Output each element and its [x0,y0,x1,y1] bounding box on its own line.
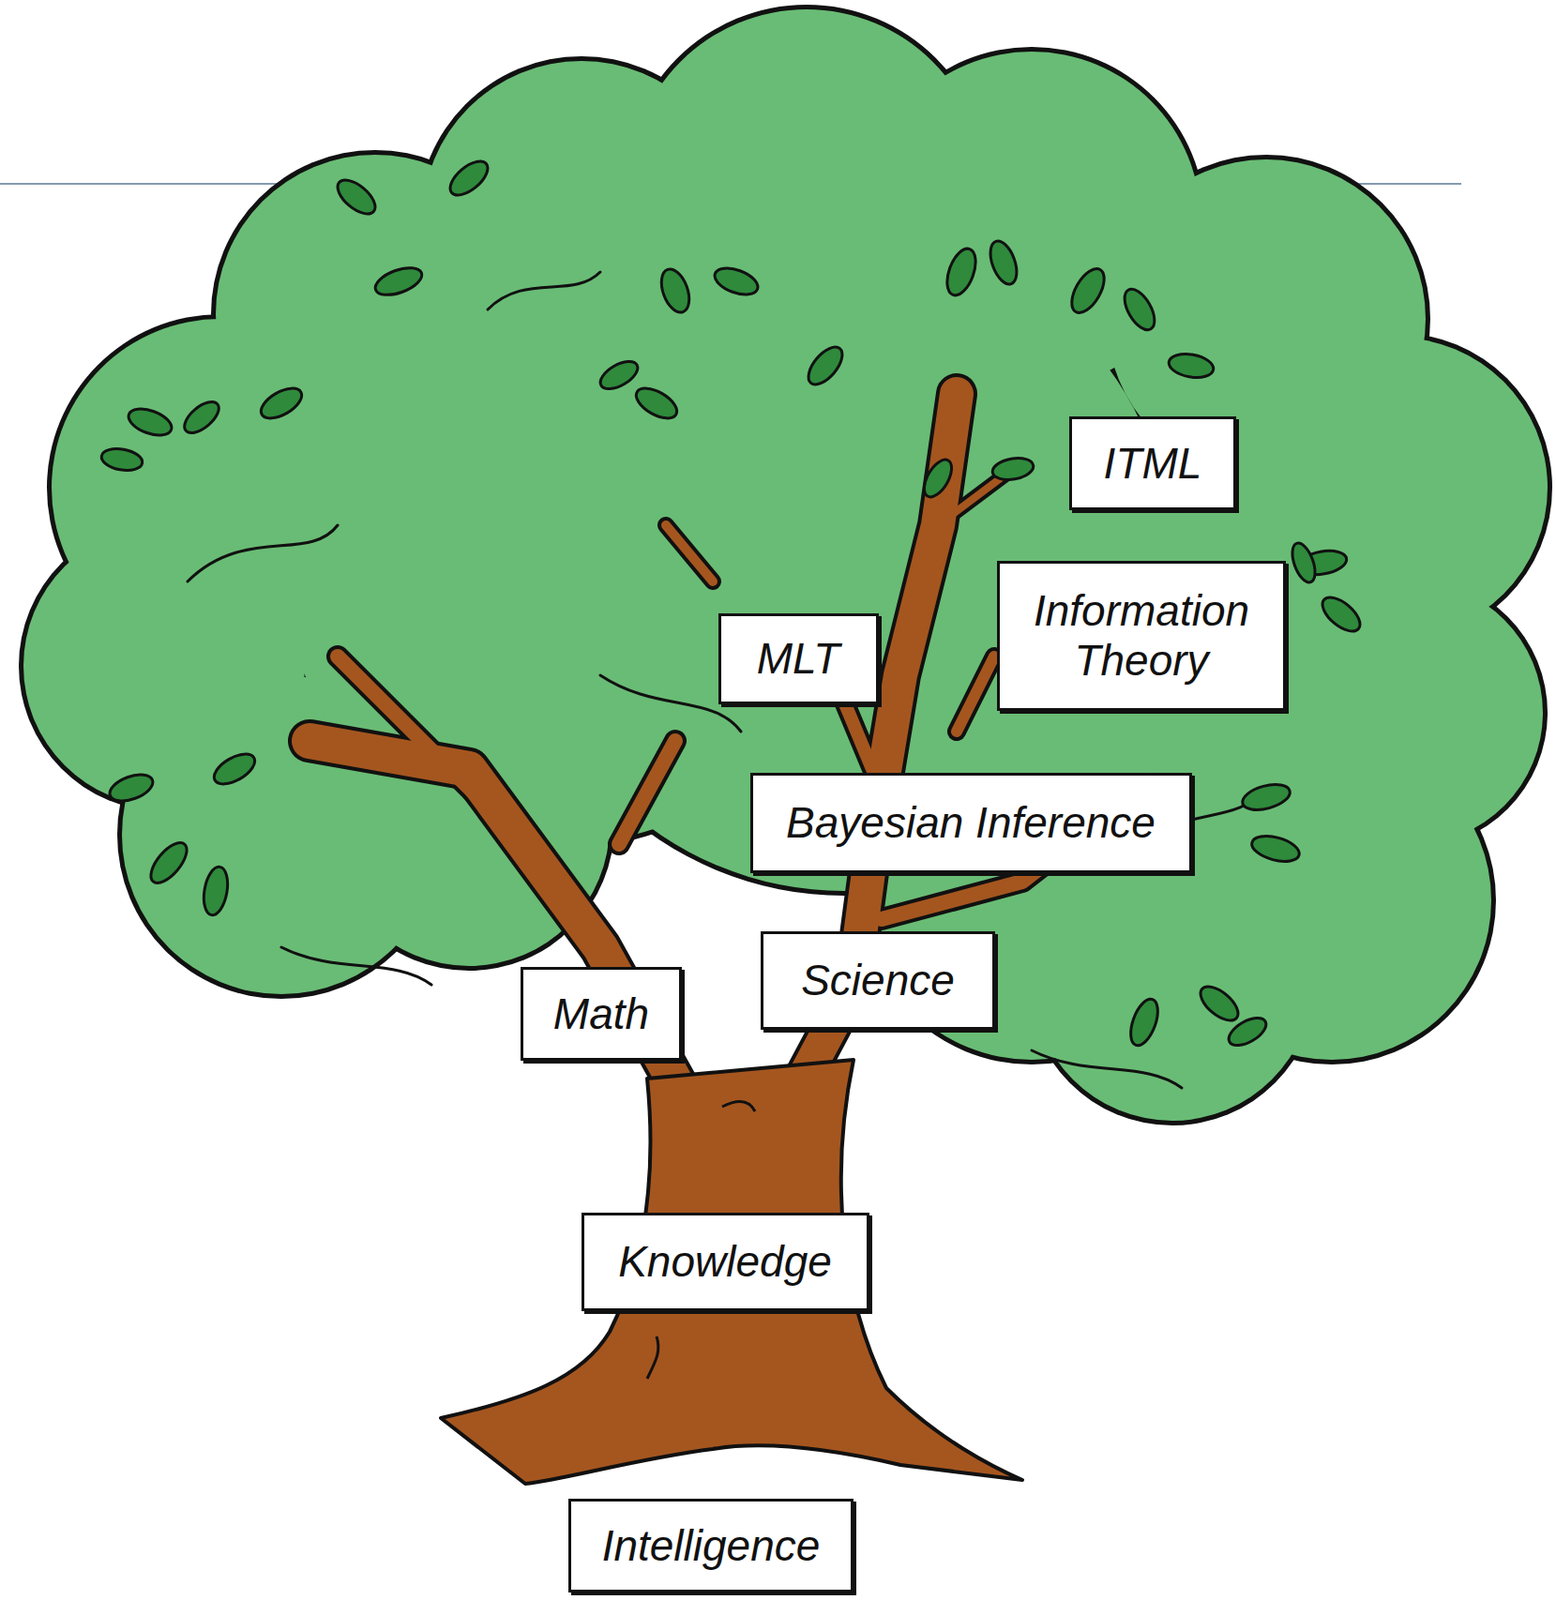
label-box: Science [760,931,996,1030]
label-box: Math [520,966,682,1061]
branch [619,740,676,845]
canopy-texture [187,525,338,582]
leaf [710,263,761,301]
branch [665,525,713,582]
leaf [124,404,175,441]
label-box: ITML [1069,416,1237,511]
leaf [371,262,425,301]
branch-outline [309,740,695,1117]
leaf [332,173,381,220]
branches [309,393,1107,1126]
branch-outline [619,740,676,845]
canopy-texture [1031,1050,1182,1088]
leaves [99,154,1366,1051]
branch [309,740,695,1117]
leaf [918,454,957,501]
leaf [990,454,1035,483]
node-label: Information Theory [1012,586,1270,686]
branch-outline [665,525,713,582]
branches-outline [309,393,1107,1126]
label-box: MLT [718,613,879,705]
node-label: Intelligence [602,1521,821,1572]
bark-mark [722,1102,756,1112]
node-label: Science [800,955,955,1006]
leaf [144,836,194,889]
label-box: Intelligence [568,1498,854,1593]
node-label: Bayesian Inference [785,798,1156,848]
canopy-texture [487,271,601,310]
leaf [209,748,260,791]
leaf [1125,995,1164,1049]
leaf [985,237,1023,288]
label-box: Bayesian Inference [750,772,1193,874]
leaf [1065,263,1112,318]
label-box: Information Theory [997,560,1286,711]
trunk [440,1059,1023,1484]
bark-mark [647,1336,659,1379]
leaf [1287,540,1320,586]
leaf [656,265,695,317]
node-label: ITML [1103,438,1203,489]
leaf [1223,1012,1270,1051]
leaf [256,382,307,425]
leaf [200,864,232,917]
leaf [1239,780,1293,816]
leaf [801,341,848,391]
leaf [1249,831,1302,867]
node-label: Knowledge [618,1237,832,1287]
label-box: Knowledge [581,1212,870,1312]
canopy-outline [18,4,1553,1126]
leaf [631,382,682,425]
leaf [179,395,225,439]
canopy [23,9,1548,1121]
leaf [1194,980,1244,1027]
node-label: MLT [756,634,841,684]
leaf [595,355,642,394]
leaf [941,244,982,300]
branch [956,656,995,732]
node-label: Math [553,989,650,1040]
canopy-texture [281,947,432,985]
leaf [444,154,494,201]
leaf [1316,590,1366,637]
leaf [99,445,144,473]
leaf [105,770,156,807]
branch-outline [956,656,995,732]
leaf [1166,350,1215,381]
branch [337,656,507,826]
leaf [1118,284,1162,335]
